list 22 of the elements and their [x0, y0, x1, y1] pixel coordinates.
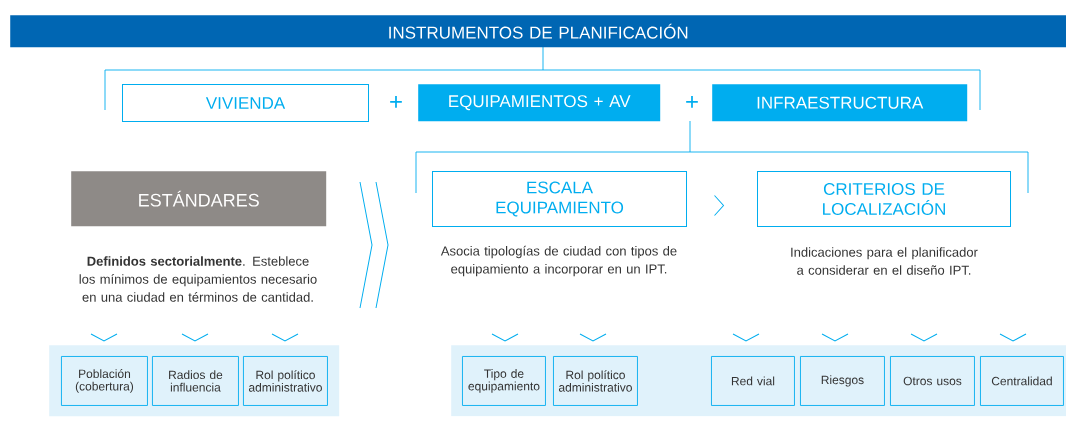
category-box: ESCALA EQUIPAMIENTO — [432, 171, 687, 227]
criterion-box: Rol político administrativo — [243, 356, 328, 406]
criterion-box: Centralidad — [980, 356, 1064, 406]
chevron-arrow — [714, 195, 724, 216]
category-box: ESTÁNDARES — [71, 171, 327, 227]
title-banner: INSTRUMENTOS DE PLANIFICACIÓN — [10, 15, 1066, 48]
category-box: CRITERIOS DE LOCALIZACIÓN — [757, 171, 1011, 227]
criterion-box: Otros usos — [890, 356, 975, 406]
category-box: EQUIPAMIENTOS + AV — [418, 84, 661, 122]
category-box: INFRAESTRUCTURA — [712, 84, 968, 122]
criterion-box: Población (cobertura) — [61, 356, 148, 406]
description-text: Asocia tipologías de ciudad con tipos de equipamiento a incorporar en un IPT. — [440, 245, 677, 277]
criterion-box: Tipo de equipamiento — [462, 356, 546, 406]
category-box: VIVIENDA — [122, 84, 369, 122]
criterion-box: Riesgos — [800, 356, 885, 406]
description-text: Definidos sectorialmente. Esteblece los mínimos de equipamientos necesario en una ciudad en términos de cantidad. — [79, 256, 317, 302]
plus-sign: + — [686, 96, 698, 108]
plus-sign: + — [390, 96, 402, 108]
description-text: Indicaciones para el planificador a considerar en el diseño IPT. — [791, 247, 978, 275]
criterion-box: Radios de influencia — [152, 356, 239, 406]
criterion-box: Red vial — [711, 356, 795, 406]
criterion-box: Rol político administrativo — [553, 356, 638, 406]
